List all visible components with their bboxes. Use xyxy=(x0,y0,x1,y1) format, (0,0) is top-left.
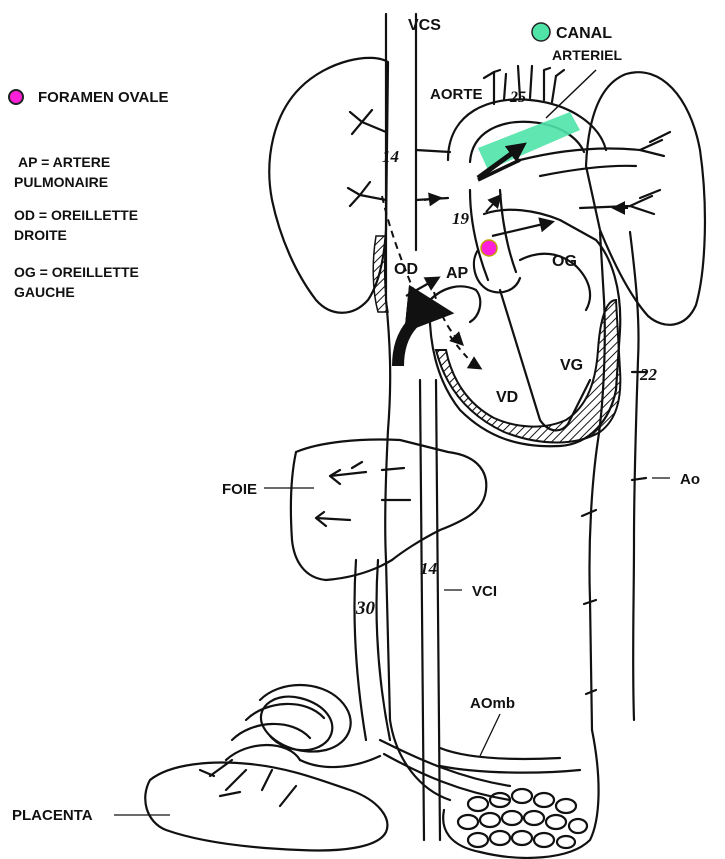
label-vci: VCI xyxy=(472,583,497,600)
placenta-vessels xyxy=(200,760,296,806)
liver-outline xyxy=(291,440,486,581)
pulmonary-vein-right-lower xyxy=(348,182,386,206)
placenta-outline xyxy=(145,763,387,851)
label-od: OD xyxy=(394,261,418,278)
pelvic-vascular-network xyxy=(458,789,587,848)
label-vd: VD xyxy=(496,389,518,406)
label-canal-line2: ARTERIEL xyxy=(552,47,622,63)
aomb-pointer xyxy=(480,714,500,756)
body-left-outline xyxy=(385,300,390,720)
liver-vessels xyxy=(316,462,366,526)
descending-aorta-right xyxy=(630,232,639,720)
canal-arteriel-highlight xyxy=(478,112,580,170)
value-30: 30 xyxy=(355,598,376,619)
label-aorte: AORTE xyxy=(430,86,483,103)
label-vg: VG xyxy=(560,357,583,374)
umbilical-vein xyxy=(354,560,390,740)
value-14-top: 14 xyxy=(382,147,399,166)
label-vcs: VCS xyxy=(408,17,441,34)
right-lung xyxy=(269,58,388,313)
value-25: 25 xyxy=(509,89,526,106)
canal-arteriel-swatch-icon xyxy=(532,23,550,41)
myocardium-hatched xyxy=(436,300,620,443)
label-aomb: AOmb xyxy=(470,695,515,712)
label-ap: AP xyxy=(446,265,469,282)
descending-aorta-left xyxy=(589,232,604,730)
foramen-ovale-marker xyxy=(481,240,497,256)
label-placenta: PLACENTA xyxy=(12,807,93,824)
foramen-flow-arrow xyxy=(492,222,552,236)
label-foie: FOIE xyxy=(222,481,257,498)
label-og: OG xyxy=(552,253,577,270)
value-19: 19 xyxy=(452,209,470,228)
value-22: 22 xyxy=(639,365,658,384)
value-14-bottom: 14 xyxy=(420,559,437,578)
abdomen-outline xyxy=(443,730,598,858)
label-ao: Ao xyxy=(680,471,700,488)
umbilical-cord-coil xyxy=(226,685,351,760)
pulmonary-vein-right-upper xyxy=(350,110,386,134)
umbilical-artery xyxy=(440,748,580,773)
label-canal-line1: CANAL xyxy=(556,25,612,42)
